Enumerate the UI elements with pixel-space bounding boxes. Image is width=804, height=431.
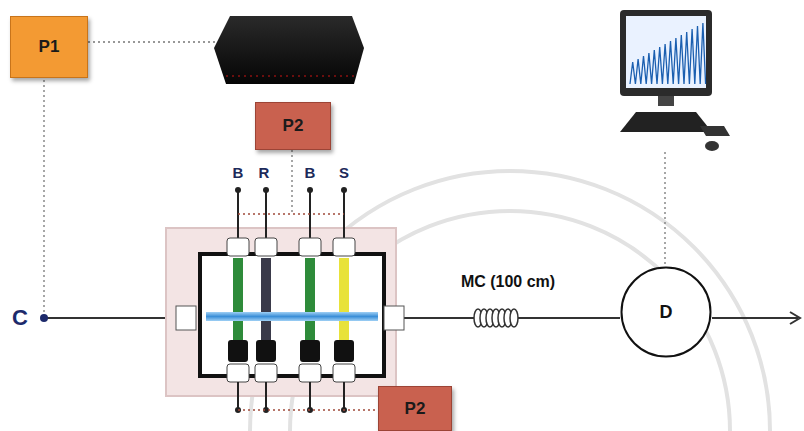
inlet-connector [176, 306, 196, 330]
device-leds [226, 75, 354, 77]
valve-set [227, 187, 378, 413]
port-label: S [339, 164, 349, 181]
outlet-connector [384, 306, 404, 330]
pump-box: P1 [10, 16, 88, 78]
port-label: B [233, 164, 244, 181]
detector-circle: D [620, 266, 712, 358]
node-label: D [660, 302, 673, 323]
carrier-channel [206, 312, 378, 321]
mixing-coil [474, 309, 518, 327]
coil-label: MC (100 cm) [461, 273, 555, 291]
node-label: P2 [283, 116, 304, 136]
valve-block-housing [166, 228, 396, 396]
pump-box: P2 [378, 386, 452, 431]
valve-block-frame [200, 254, 384, 376]
node-label: P2 [405, 399, 426, 419]
node-label: P1 [39, 37, 60, 57]
carrier-label: C [12, 305, 28, 331]
computer [620, 10, 730, 151]
carrier-inlet-dot [40, 314, 48, 322]
port-label: R [259, 164, 270, 181]
pump-box: P2 [255, 102, 331, 150]
port-label: B [305, 164, 316, 181]
controller-device [214, 16, 364, 84]
